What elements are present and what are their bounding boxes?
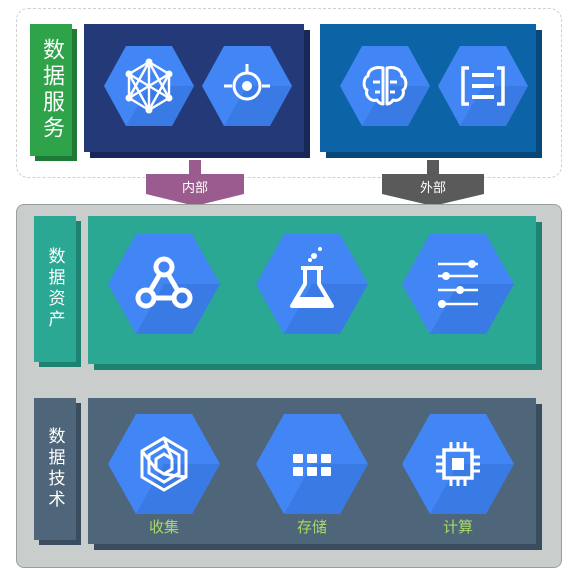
grid-squares-icon[interactable] [256,414,368,514]
data-service-frame [16,8,562,178]
internal-service-block [84,24,304,152]
internal-arrow: 内部 [146,160,244,206]
data-tech-block: 收集 存储 计算 [88,398,536,544]
tech-caption-store: 存储 [296,518,327,536]
chip-icon[interactable] [402,414,514,514]
external-service-block [320,24,536,152]
target-icon[interactable] [202,46,292,126]
data-assets-block [88,216,536,364]
data-asset-label: 数据资产 [34,216,76,362]
bracket-list-icon[interactable] [438,46,528,126]
flask-icon[interactable] [256,234,368,334]
network-graph-icon[interactable] [104,46,194,126]
tech-caption-compute: 计算 [442,518,473,536]
data-tech-label: 数据技术 [34,398,76,540]
layered-hex-icon[interactable] [108,414,220,514]
internal-arrow-label: 内部 [181,181,208,196]
external-arrow-label: 外部 [419,181,446,196]
list-dots-icon[interactable] [402,234,514,334]
share-graph-icon[interactable] [108,234,220,334]
data-service-label: 数据服务 [30,24,72,156]
external-arrow: 外部 [382,160,484,206]
tech-caption-collect: 收集 [148,518,179,536]
brain-icon[interactable] [340,46,430,126]
